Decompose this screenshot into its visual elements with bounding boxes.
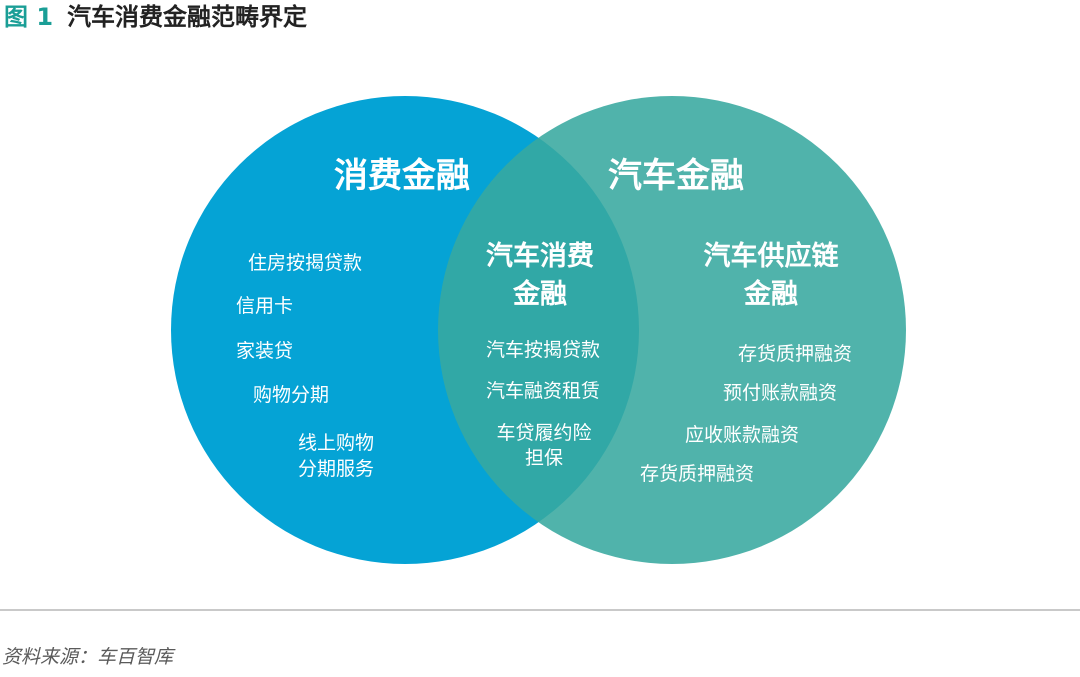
overlap-item: 担保 <box>525 447 563 469</box>
right-circle-auto-finance <box>438 96 906 564</box>
overlap-item: 车贷履约险 <box>496 422 591 444</box>
right-item: 应收账款融资 <box>685 424 799 446</box>
left-item: 信用卡 <box>236 295 293 317</box>
right-item: 存货质押融资 <box>738 343 852 365</box>
right-item: 预付账款融资 <box>723 382 837 404</box>
left-item: 线上购物 <box>298 432 374 454</box>
right-subtitle-line: 汽车供应链 <box>704 240 839 272</box>
figure-title-text: 汽车消费金融范畴界定 <box>67 3 308 31</box>
left-item: 分期服务 <box>298 458 374 480</box>
footer-divider <box>0 609 1080 611</box>
left-item: 家装贷 <box>236 340 293 362</box>
right-subtitle-line: 金融 <box>743 278 798 310</box>
overlap-title-line: 金融 <box>512 278 567 310</box>
figure-number: 图 1 <box>4 3 54 31</box>
right-item: 存货质押融资 <box>640 463 754 485</box>
overlap-item: 汽车按揭贷款 <box>486 339 600 361</box>
left-item: 购物分期 <box>253 384 329 406</box>
left-circle-title: 消费金融 <box>334 156 470 196</box>
source-note: 资料来源：车百智库 <box>2 646 174 668</box>
figure-title: 图 1 汽车消费金融范畴界定 <box>4 2 307 32</box>
right-circle-title: 汽车金融 <box>608 156 744 196</box>
overlap-item: 汽车融资租赁 <box>486 380 600 402</box>
overlap-title-line: 汽车消费 <box>486 240 594 272</box>
left-item: 住房按揭贷款 <box>248 252 362 274</box>
